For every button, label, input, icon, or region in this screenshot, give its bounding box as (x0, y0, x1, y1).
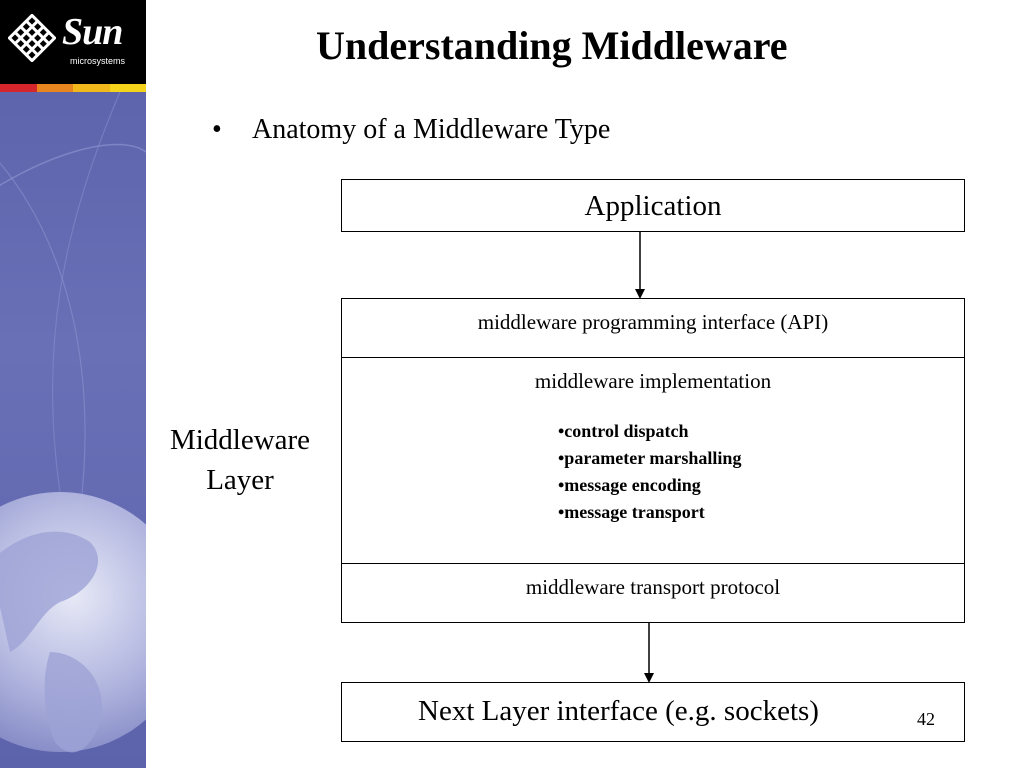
stripe-red (0, 84, 37, 92)
stripe-orange (36, 84, 73, 92)
transport-box: middleware transport protocol (341, 563, 965, 623)
bullet-text: Anatomy of a Middleware Type (252, 114, 611, 145)
next-layer-label: Next Layer interface (e.g. sockets) (418, 695, 819, 727)
api-box: middleware programming interface (API) (341, 298, 965, 358)
arrow-application-to-api (635, 231, 645, 299)
api-label: middleware programming interface (API) (477, 310, 829, 334)
implementation-box: middleware implementation •control dispa… (341, 357, 965, 564)
application-box: Application (341, 179, 965, 232)
implementation-heading: middleware implementation (534, 369, 772, 393)
list-item: •parameter marshalling (558, 448, 742, 468)
list-item: •control dispatch (558, 421, 689, 441)
list-item: •message encoding (558, 475, 701, 495)
transport-label: middleware transport protocol (525, 575, 781, 599)
bullet-item: • Anatomy of a Middleware Type (212, 112, 610, 148)
page-number: 42 (917, 709, 935, 729)
bullet-marker: • (212, 114, 222, 145)
sun-logo-icon (8, 14, 56, 62)
slide-title: Understanding Middleware (316, 23, 788, 68)
implementation-list: •control dispatch •parameter marshalling… (558, 418, 741, 526)
logo-wordmark: Sun (62, 11, 123, 53)
stripe-amber (73, 84, 110, 92)
globe-illustration (0, 92, 146, 753)
list-item: •message transport (558, 502, 705, 522)
application-label: Application (584, 190, 722, 222)
stripe-yellow (109, 84, 146, 92)
arrow-transport-to-next (644, 622, 654, 683)
sun-logo: Sun microsystems (0, 0, 146, 84)
middleware-layer-label: Middleware Layer (152, 420, 328, 500)
side-label-line: Layer (206, 464, 274, 496)
color-stripe (0, 84, 146, 92)
decorative-sidebar: Sun microsystems (0, 0, 146, 768)
logo-subtext: microsystems (70, 56, 126, 66)
side-label-line: Middleware (169, 424, 311, 456)
next-layer-box: Next Layer interface (e.g. sockets) 42 (341, 682, 965, 742)
